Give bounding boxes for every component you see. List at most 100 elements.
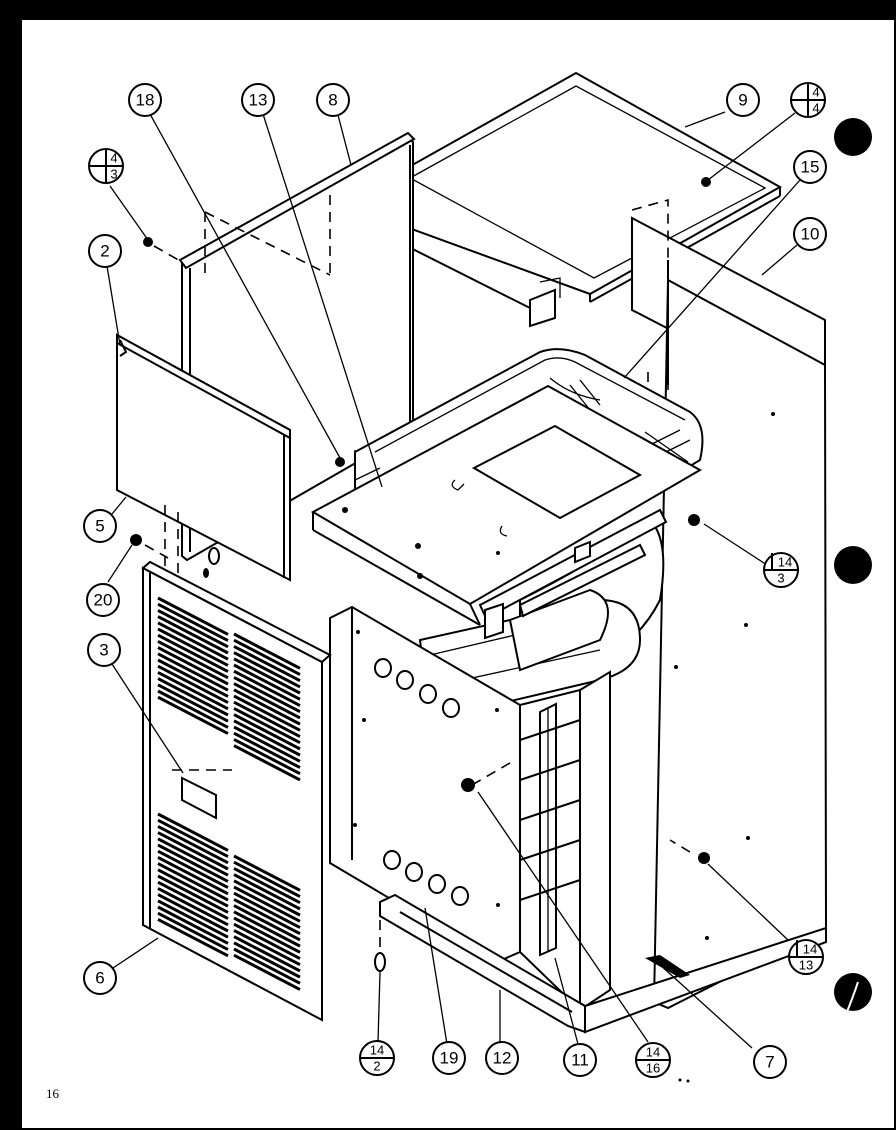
svg-text:10: 10 (801, 225, 820, 244)
louver-slat (157, 880, 229, 920)
svg-text:3: 3 (110, 167, 117, 182)
louver-slat (157, 615, 229, 655)
louver-slat (233, 935, 301, 973)
callout-9: 9 (726, 83, 760, 117)
louver-slat (157, 652, 229, 692)
louver-slat (157, 874, 229, 914)
svg-text:13: 13 (799, 958, 813, 973)
louver-slat (233, 867, 301, 905)
louver-slat (233, 879, 301, 917)
louver-slat (233, 707, 301, 745)
binder-hole-bottom (834, 973, 872, 1011)
svg-text:8: 8 (328, 91, 337, 110)
callout-20: 20 (86, 583, 120, 617)
louver-slat (157, 695, 229, 735)
hardware (143, 177, 711, 972)
louver-slat (157, 831, 229, 871)
louver-slat (157, 918, 229, 958)
louver-slat (157, 633, 229, 673)
louver-slat (233, 682, 301, 720)
burner-tray (310, 384, 703, 640)
svg-text:14: 14 (803, 942, 817, 957)
louver-slat (233, 885, 301, 923)
callout-11: 11 (563, 1043, 597, 1077)
callout-2: 2 (88, 234, 122, 268)
callout-12: 12 (485, 1041, 519, 1075)
louvered-door (141, 560, 332, 1022)
exchanger-tube-assembly (519, 670, 611, 1013)
svg-text:4: 4 (812, 101, 819, 116)
callout-3: 3 (87, 633, 121, 667)
louver-slat (233, 632, 301, 670)
louver-slat (157, 818, 229, 858)
louver-slat (233, 910, 301, 948)
binder-hole-top (834, 118, 872, 156)
louver-slat (157, 646, 229, 686)
louver-slat (233, 651, 301, 689)
louver-slat (157, 862, 229, 902)
svg-text:3: 3 (777, 571, 784, 586)
callout-10: 10 (793, 217, 827, 251)
callout-7: 7 (753, 1045, 787, 1079)
louver-slat (157, 843, 229, 883)
louver-slat (233, 663, 301, 701)
louver-slat (157, 609, 229, 649)
louver-slat (233, 700, 301, 738)
louver-slat (233, 719, 301, 757)
callout-6: 6 (83, 961, 117, 995)
louver-slat (157, 677, 229, 717)
louver-slat (157, 671, 229, 711)
callout-13: 13 (241, 83, 275, 117)
louver-slat (233, 929, 301, 967)
louver-slat (233, 738, 301, 776)
right-side-panel (631, 198, 828, 1010)
fraction-callout-4-3: 4 3 (88, 148, 124, 184)
louver-slat (157, 596, 229, 636)
louver-slat (233, 904, 301, 942)
svg-text:6: 6 (95, 969, 104, 988)
svg-text:9: 9 (738, 91, 747, 110)
louver-slat (233, 898, 301, 936)
svg-text:18: 18 (136, 91, 155, 110)
svg-text:2: 2 (100, 242, 109, 261)
louver-slat (157, 837, 229, 877)
svg-text:12: 12 (493, 1049, 512, 1068)
louver-slat (157, 849, 229, 889)
fraction-callout-14-2: 14 2 (359, 1040, 395, 1076)
louver-slat (157, 893, 229, 933)
svg-text:4: 4 (812, 85, 819, 100)
svg-text:19: 19 (440, 1049, 459, 1068)
fraction-callout-14-3: 14 3 (763, 552, 799, 588)
louver-slat (233, 657, 301, 695)
louver-slat (157, 683, 229, 723)
svg-text:16: 16 (646, 1061, 660, 1076)
louver-slat (157, 621, 229, 661)
louver-slat (233, 873, 301, 911)
louver-slat (233, 860, 301, 898)
louver-slat (157, 602, 229, 642)
louver-slat (233, 922, 301, 960)
louver-slat (157, 812, 229, 852)
fraction-callout-4-4: 4 4 (790, 82, 826, 118)
louver-slat (157, 640, 229, 680)
page-number: 16 (46, 1086, 60, 1101)
callout-5: 5 (83, 509, 117, 543)
louver-slat (233, 891, 301, 929)
louver-slat (233, 916, 301, 954)
svg-text:3: 3 (99, 641, 108, 660)
louver-slat (233, 947, 301, 985)
callout-15: 15 (793, 150, 827, 184)
louver-slat (157, 905, 229, 945)
louver-slat (157, 627, 229, 667)
fraction-callout-14-16: 14 16 (635, 1042, 671, 1078)
louver-slat (157, 689, 229, 729)
louver-slat (233, 645, 301, 683)
svg-text:20: 20 (94, 591, 113, 610)
svg-text:14: 14 (778, 555, 792, 570)
fraction-callout-14-13: 14 13 (788, 939, 824, 975)
svg-text:7: 7 (765, 1053, 774, 1072)
callout-19: 19 (432, 1041, 466, 1075)
louver-slat (157, 868, 229, 908)
louver-slat (157, 887, 229, 927)
